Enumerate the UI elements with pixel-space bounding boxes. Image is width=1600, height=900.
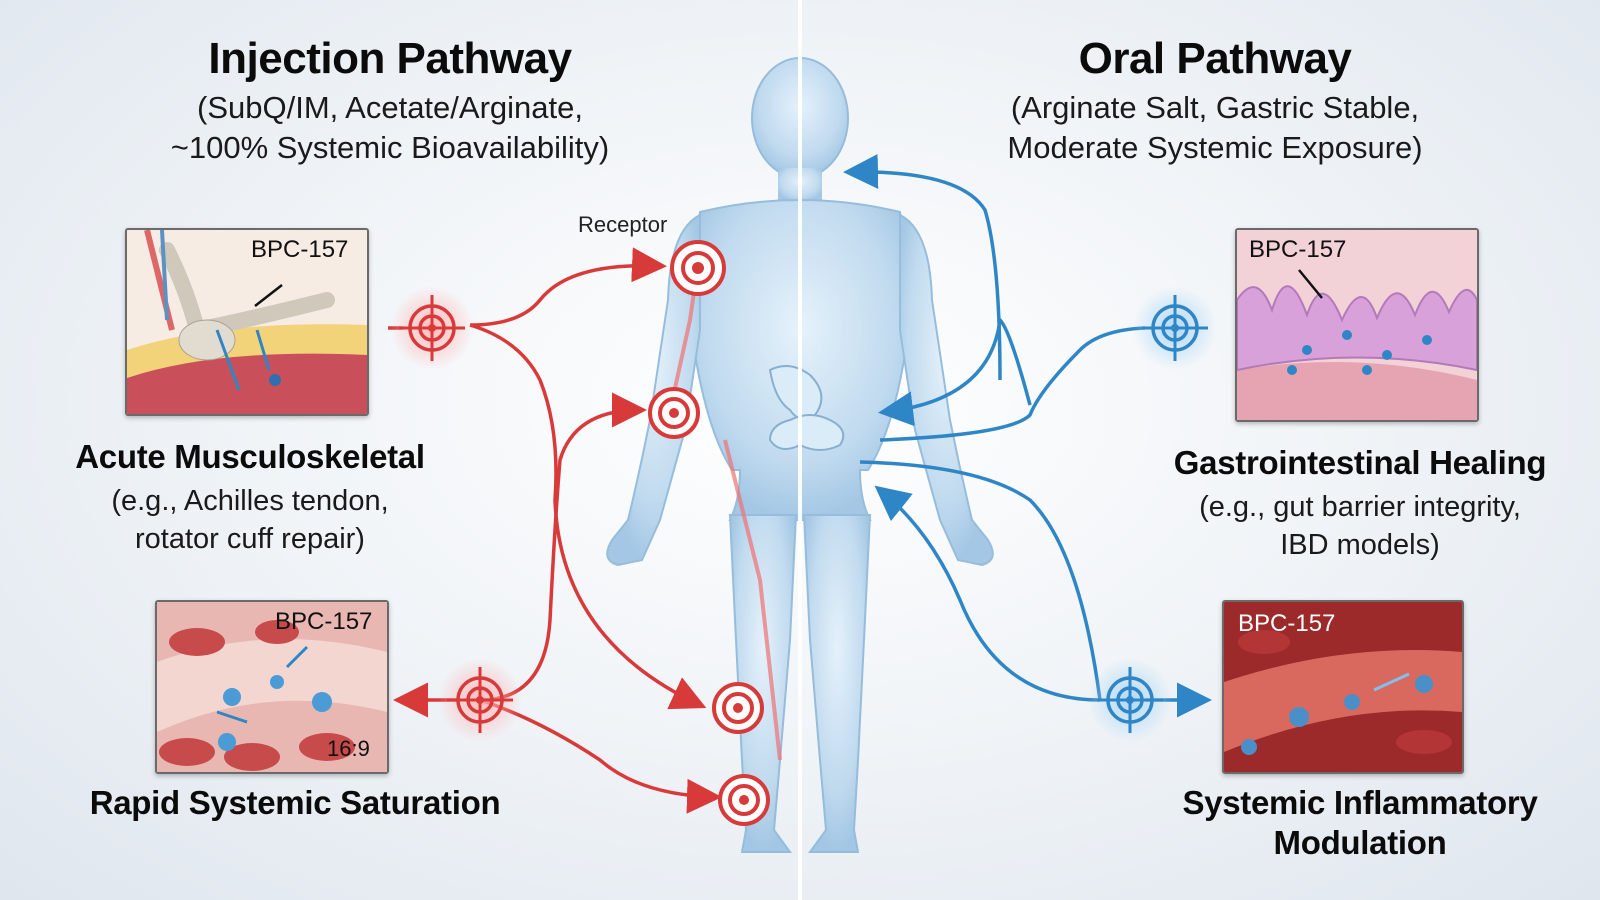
systemic-inflammatory-title: Systemic Inflammatory xyxy=(1182,784,1538,821)
tendon-illustration xyxy=(127,230,367,414)
rapid-systemic-saturation-title: Rapid Systemic Saturation xyxy=(89,784,501,821)
receptor-marker-elbow xyxy=(648,387,700,439)
receptor-marker-shoulder xyxy=(670,240,726,296)
blood-vessel-illustration xyxy=(157,602,387,772)
injection-pathway-title: Injection Pathway xyxy=(208,34,572,83)
receptor-label: Receptor xyxy=(578,212,668,237)
target-icon-injection-lower xyxy=(438,658,522,742)
inset-systemic-label: BPC-157 xyxy=(275,608,373,635)
inset-achilles-tendon: BPC-157 xyxy=(125,228,369,416)
oral-arrows xyxy=(843,153,1212,718)
intestinal-villi-illustration xyxy=(1237,230,1477,420)
oral-pathway-subtitle-line1: (Arginate Salt, Gastric Stable, xyxy=(1010,90,1420,125)
injection-pathway-subtitle-line2: ~100% Systemic Bioavailability) xyxy=(170,130,610,165)
inset-corner-label: 16:9 xyxy=(327,736,370,761)
vessel-inflammation-illustration xyxy=(1224,602,1462,772)
gastrointestinal-healing-title: Gastrointestinal Healing xyxy=(1173,444,1547,481)
acute-musculoskeletal-title: Acute Musculoskeletal xyxy=(75,438,425,475)
target-icon-oral-lower xyxy=(1088,658,1172,742)
target-icon-oral-upper xyxy=(1133,286,1217,370)
gastrointestinal-healing-line2: IBD models) xyxy=(1280,529,1440,561)
acute-musculoskeletal-line2: rotator cuff repair) xyxy=(135,523,365,555)
inset-inflammatory-label: BPC-157 xyxy=(1238,610,1336,637)
gastrointestinal-healing-line1: (e.g., gut barrier integrity, xyxy=(1199,491,1521,523)
receptor-marker-ankle xyxy=(718,774,770,826)
inset-gi-label: BPC-157 xyxy=(1249,236,1347,263)
receptor-marker-knee xyxy=(712,682,764,734)
systemic-inflammatory-title-line2: Modulation xyxy=(1273,824,1447,861)
oral-pathway-title: Oral Pathway xyxy=(1078,34,1352,83)
target-icon-injection-upper xyxy=(390,286,474,370)
inset-gastrointestinal: BPC-157 xyxy=(1235,228,1479,422)
oral-pathway-subtitle-line2: Moderate Systemic Exposure) xyxy=(1007,130,1423,165)
acute-musculoskeletal-line1: (e.g., Achilles tendon, xyxy=(111,485,389,517)
inset-achilles-label: BPC-157 xyxy=(251,236,349,263)
inset-systemic-saturation: BPC-157 16:9 xyxy=(155,600,389,774)
injection-pathway-subtitle-line1: (SubQ/IM, Acetate/Arginate, xyxy=(197,90,583,125)
inset-inflammatory-modulation: BPC-157 xyxy=(1222,600,1464,774)
